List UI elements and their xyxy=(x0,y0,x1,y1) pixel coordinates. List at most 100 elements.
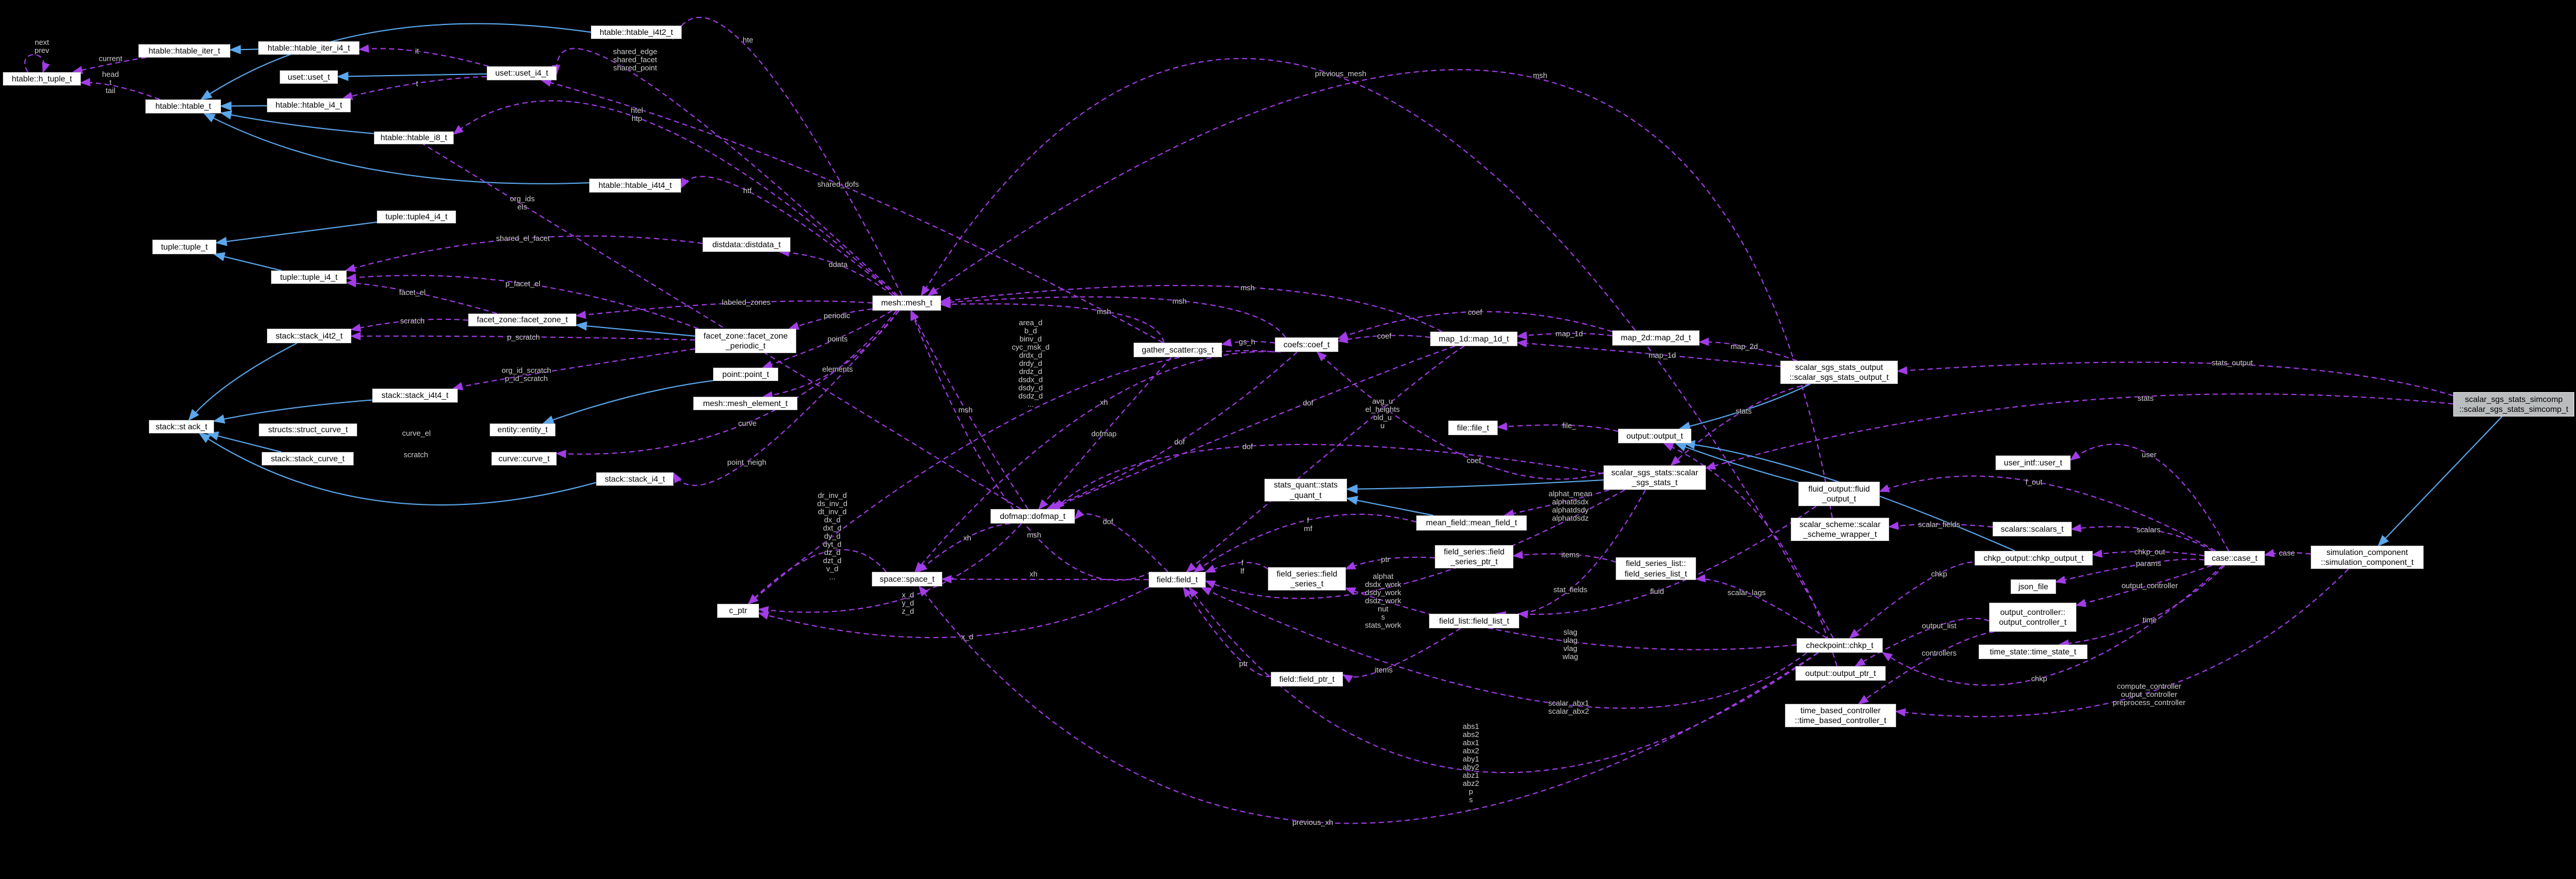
graph-node[interactable]: entity::entity_t xyxy=(490,424,555,436)
graph-node[interactable]: htable::htable_i8_t xyxy=(374,131,454,144)
graph-node[interactable]: json_file xyxy=(2011,579,2056,594)
edge-label: ptr xyxy=(1239,659,1248,668)
graph-node[interactable]: uset::uset_t xyxy=(280,70,338,84)
edge-label: next prev xyxy=(34,38,49,55)
edge-label: t xyxy=(416,79,418,88)
usage-edge xyxy=(927,69,1833,518)
graph-node[interactable]: stack::stack_curve_t xyxy=(262,452,354,465)
graph-node[interactable]: field_series::field _series_ptr_t xyxy=(1435,545,1513,568)
graph-node[interactable]: time_state::time_state_t xyxy=(1979,645,2087,659)
edge-label: current xyxy=(98,54,123,63)
usage-edge xyxy=(1512,550,1616,563)
graph-node[interactable]: dofmap::dofmap_t xyxy=(991,509,1075,524)
usage-edge xyxy=(1049,346,1455,510)
graph-node[interactable]: facet_zone::facet_zone _periodic_t xyxy=(695,329,796,353)
graph-node[interactable]: field::field_t xyxy=(1149,572,1206,588)
graph-node[interactable]: scalar_sgs_stats_output ::scalar_sgs_sta… xyxy=(1780,361,1898,384)
edge-label: previous_xh xyxy=(1292,818,1334,827)
graph-node[interactable]: space::space_t xyxy=(872,572,942,586)
graph-node[interactable]: tuple::tuple_i4_t xyxy=(271,271,347,284)
usage-edge xyxy=(24,54,50,73)
graph-node[interactable]: file::file_t xyxy=(1448,421,1498,435)
graph-node[interactable]: scalar_sgs_stats::scalar _sgs_stats_t xyxy=(1604,465,1706,490)
graph-node[interactable]: output::output_ptr_t xyxy=(1795,666,1886,681)
inheritance-edge xyxy=(2377,416,2503,547)
usage-edge xyxy=(2069,443,2229,551)
usage-edge xyxy=(358,44,489,67)
edge-label: scratch xyxy=(400,316,425,325)
graph-node[interactable]: output_controller:: output_controller_t xyxy=(1989,603,2076,632)
graph-node[interactable]: scalar_scheme::scalar _scheme_wrapper_t xyxy=(1791,518,1889,541)
graph-node[interactable]: facet_zone::facet_zone_t xyxy=(468,314,576,326)
usage-edge xyxy=(1345,587,1797,650)
graph-node[interactable]: checkpoint::chkp_t xyxy=(1797,638,1883,653)
graph-node[interactable]: scalars::scalars_t xyxy=(1993,522,2072,536)
graph-node[interactable]: chkp_output::chkp_output_t xyxy=(1975,551,2093,565)
graph-node[interactable]: structs::struct_curve_t xyxy=(259,424,357,436)
usage-edge xyxy=(673,310,900,486)
graph-node[interactable]: htable::htable_i4_t xyxy=(267,98,351,112)
graph-node[interactable]: htable::htable_i4t4_t xyxy=(589,179,681,193)
graph-node[interactable]: mean_field::mean_field_t xyxy=(1416,515,1527,531)
graph-node[interactable]: stack::stack_i4t4_t xyxy=(372,389,458,403)
usage-edge xyxy=(910,309,1153,581)
graph-node[interactable]: stats_quant::stats _quant_t xyxy=(1264,479,1347,501)
usage-edge xyxy=(1185,346,1465,573)
graph-node[interactable]: uset::uset_i4_t xyxy=(487,66,557,80)
graph-node[interactable]: fluid_output::fluid _output_t xyxy=(1798,482,1880,506)
edge-label: msh xyxy=(958,405,973,414)
graph-node[interactable]: distdata::distdata_t xyxy=(703,237,790,252)
edge-label: dofmap xyxy=(1091,429,1117,438)
usage-edge xyxy=(1503,489,1610,518)
usage-edge xyxy=(555,310,897,458)
graph-node-highlighted[interactable]: scalar_sgs_stats_simcomp ::scalar_sgs_st… xyxy=(2453,392,2574,417)
graph-node[interactable]: field_list::field_list_t xyxy=(1429,614,1519,628)
graph-node[interactable]: output::output_t xyxy=(1618,429,1691,443)
edge-label: htf xyxy=(743,186,752,195)
graph-node[interactable]: simulation_component ::simulation_compon… xyxy=(2311,546,2424,569)
usage-edge xyxy=(914,351,1281,573)
edge-label: periodic xyxy=(824,311,850,320)
usage-edge xyxy=(1848,561,1990,639)
graph-node[interactable]: case::case_t xyxy=(2204,551,2265,565)
graph-node[interactable]: map_1d::map_1d_t xyxy=(1430,332,1517,346)
inheritance-edge xyxy=(203,113,590,184)
graph-node[interactable]: htable::htable_iter_i4_t xyxy=(258,41,359,55)
usage-edge xyxy=(940,300,1165,343)
graph-node[interactable]: htable::htable_i4t2_t xyxy=(591,26,682,39)
graph-node[interactable]: tuple::tuple_t xyxy=(152,240,216,254)
graph-node[interactable]: htable::h_tuple_t xyxy=(3,72,81,86)
graph-node[interactable]: gather_scatter::gs_t xyxy=(1134,343,1222,357)
edge-label: map_2d xyxy=(1730,342,1758,351)
graph-node[interactable]: tuple::tuple4_i4_t xyxy=(377,211,456,223)
graph-node[interactable]: field::field_ptr_t xyxy=(1271,672,1343,686)
graph-node[interactable]: curve::curve_t xyxy=(491,452,557,465)
inheritance-edge xyxy=(229,45,259,55)
graph-node[interactable]: mesh::mesh_t xyxy=(872,296,941,311)
edge-label: alphat_mean alphatdsdx alphatdsdy alphat… xyxy=(1548,489,1592,522)
edge-label: dof xyxy=(1242,442,1253,451)
graph-node[interactable]: map_2d::map_2d_t xyxy=(1612,330,1699,346)
edge-label: htel htp xyxy=(630,106,643,123)
graph-node[interactable]: field_series::field _series_t xyxy=(1268,567,1346,590)
graph-node[interactable]: htable::htable_iter_t xyxy=(138,44,230,58)
inheritance-edge xyxy=(337,72,487,81)
usage-edge xyxy=(788,308,873,330)
graph-node[interactable]: field_series_list:: field_series_list_t xyxy=(1616,557,1696,580)
graph-node[interactable]: coefs::coef_t xyxy=(1275,337,1338,352)
graph-node[interactable]: point::point_t xyxy=(713,368,778,381)
usage-edge xyxy=(1698,337,1797,361)
edge-label: org_ids els xyxy=(510,194,535,211)
graph-node[interactable]: stack::stack_i4t2_t xyxy=(267,329,351,343)
graph-node[interactable]: c_ptr xyxy=(717,604,759,618)
edge-label: previous_mesh xyxy=(1314,69,1367,78)
graph-node[interactable]: stack::st ack_t xyxy=(149,420,214,433)
graph-node[interactable]: mesh::mesh_element_t xyxy=(693,397,797,410)
graph-node[interactable]: htable::htable_t xyxy=(145,99,221,113)
graph-node[interactable]: time_based_controller ::time_based_contr… xyxy=(1785,704,1896,727)
edge-label: dof xyxy=(1102,517,1114,526)
usage-edge xyxy=(341,76,487,100)
edge-label: coef xyxy=(1467,308,1483,316)
graph-node[interactable]: user_intf::user_t xyxy=(1996,455,2071,470)
graph-node[interactable]: stack::stack_i4_t xyxy=(596,472,674,486)
